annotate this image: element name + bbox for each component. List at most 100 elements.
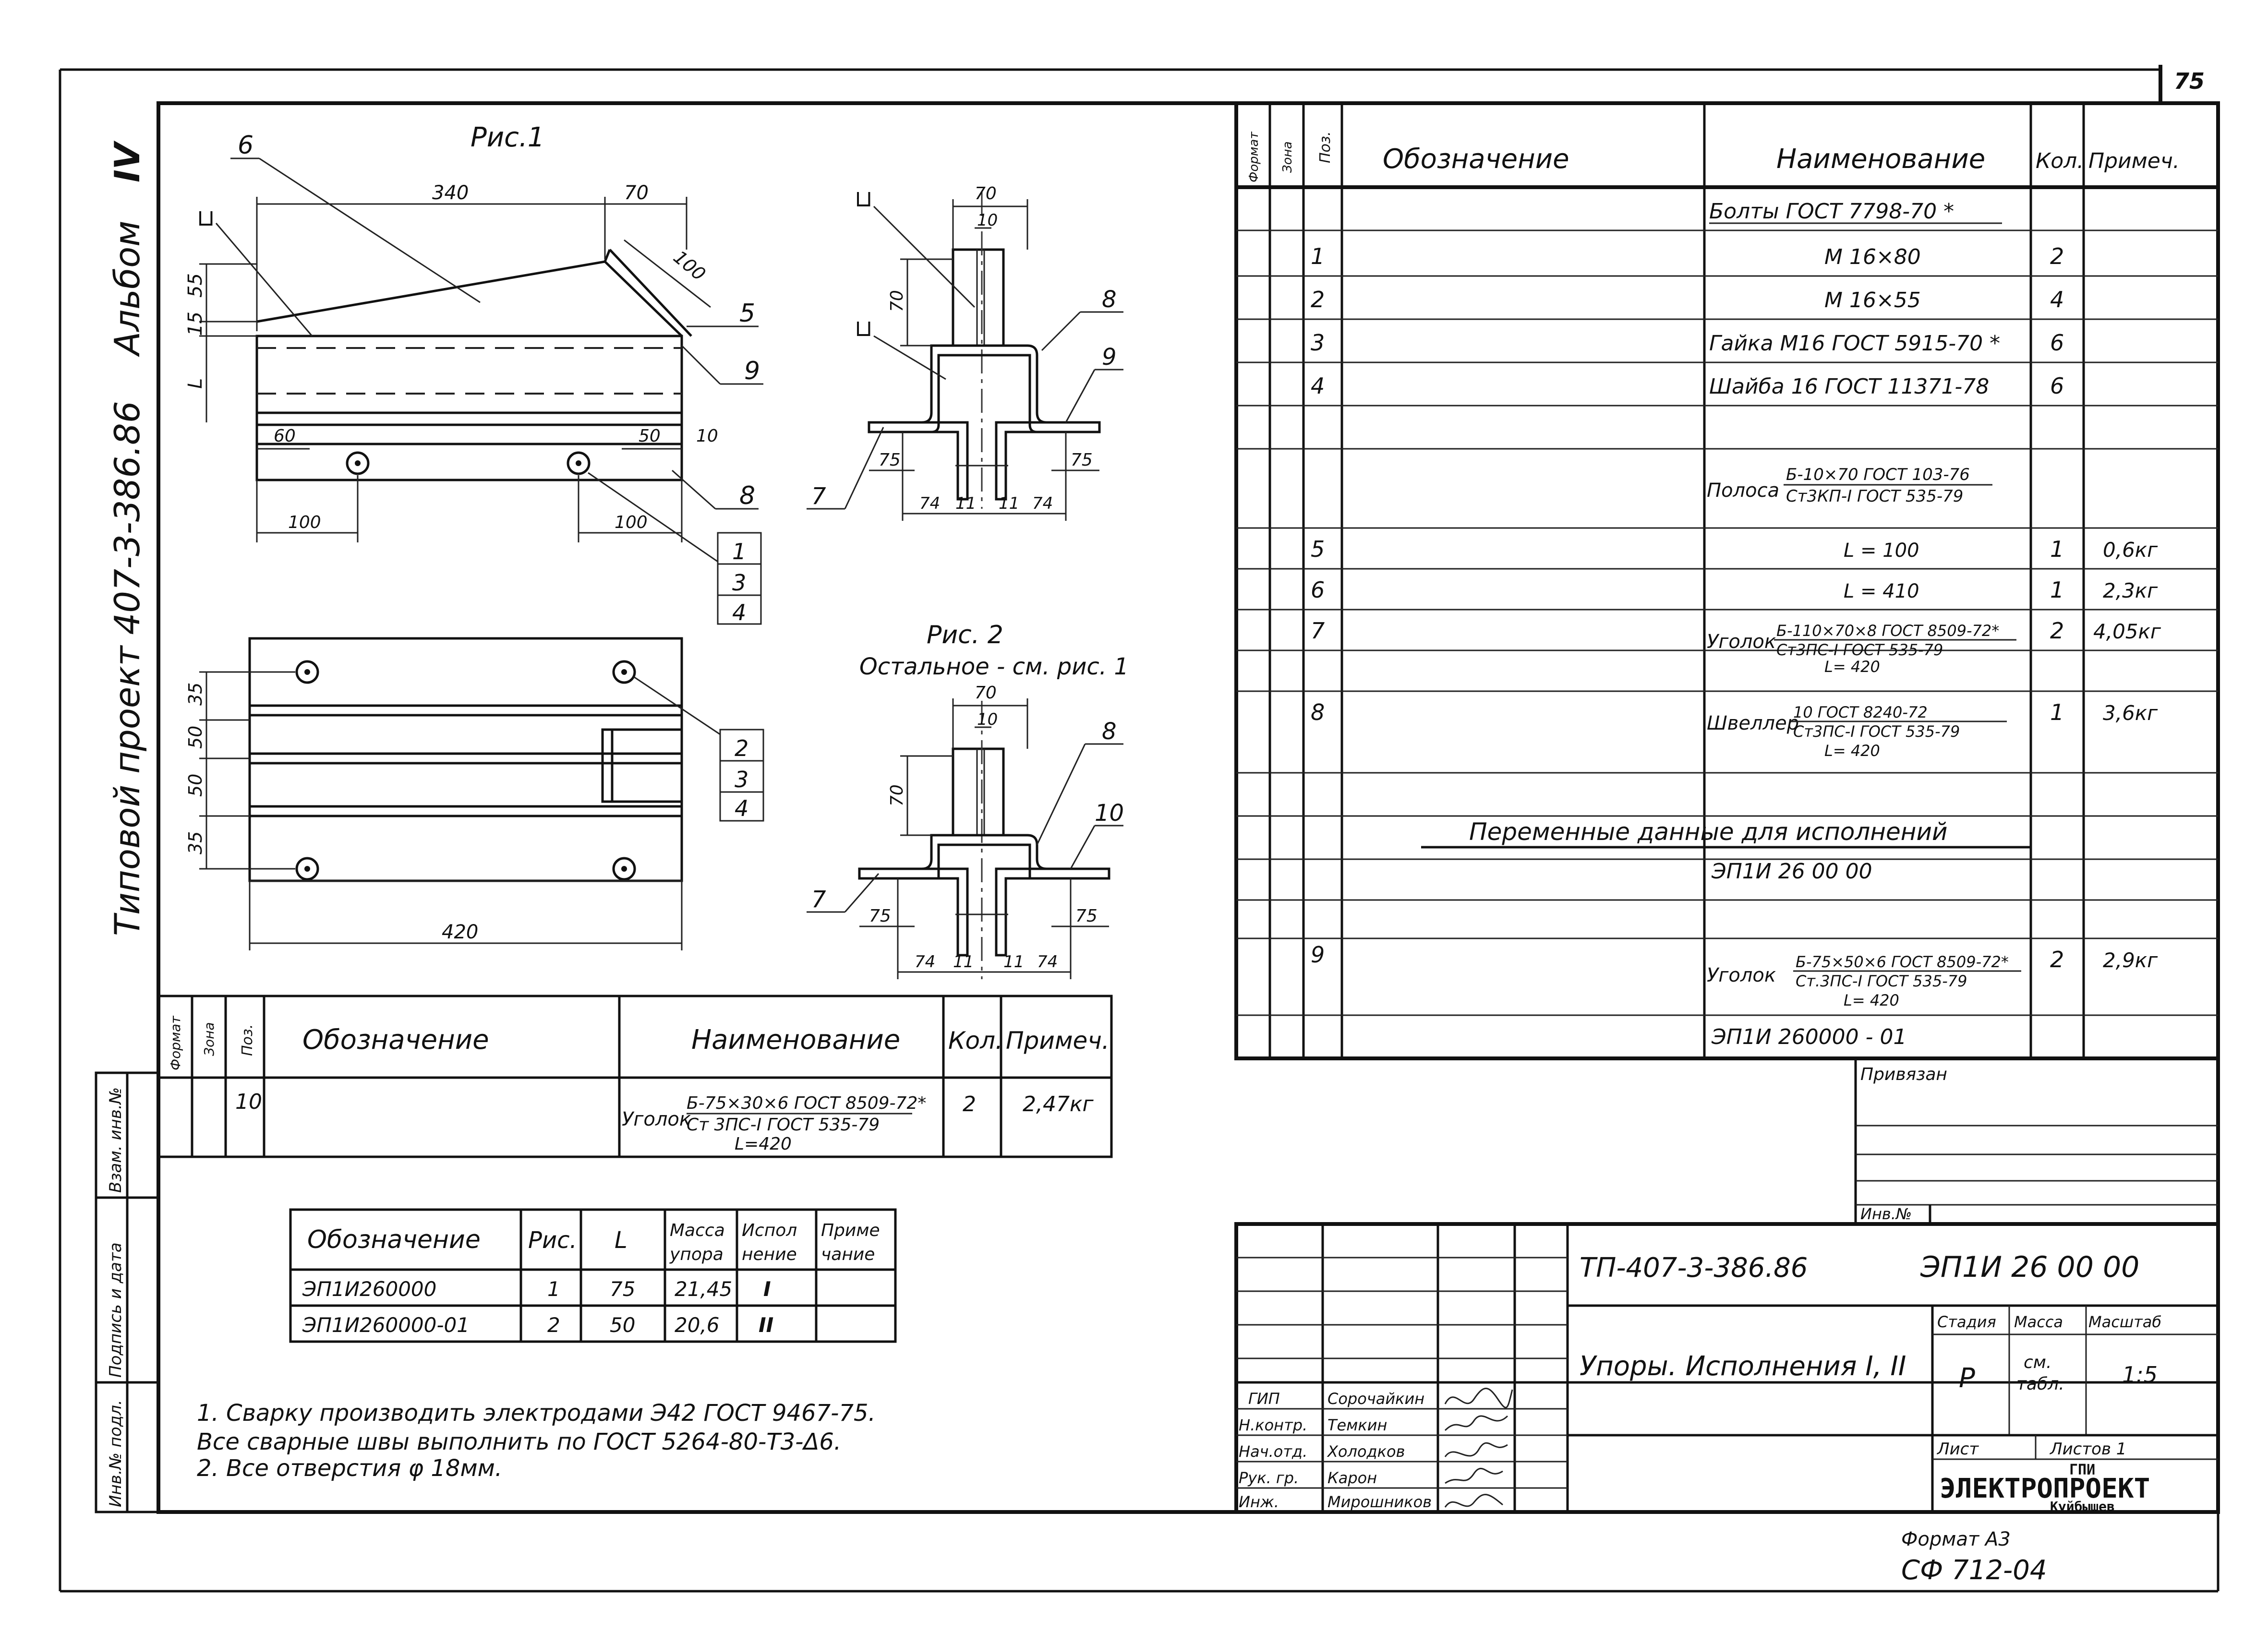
ugolok9-mid: Ст.3ПС-I ГОСТ 535-79 xyxy=(1796,972,1967,990)
var-hdr-code: Обозначение xyxy=(307,1225,481,1254)
mass-hdr: Масса xyxy=(2014,1313,2063,1331)
fig1-callout-6: 6 xyxy=(238,131,253,160)
fig1-title: Рис.1 xyxy=(470,122,544,153)
main-hdr-qty: Кол. xyxy=(2036,149,2084,173)
main-row3-name: Гайка М16 ГОСТ 5915-70 * xyxy=(1709,331,2000,356)
fig1-dim-100-right: 100 xyxy=(615,513,648,532)
fig2-dim-70: 70 xyxy=(975,683,997,703)
fig1-callout-4: 4 xyxy=(732,600,746,625)
inv-no-label: Инв.№ xyxy=(1860,1205,1912,1223)
album-label: Альбом xyxy=(107,221,147,357)
fig1-sec-dim-11b: 11 xyxy=(999,494,1019,513)
fig1-dim-70: 70 xyxy=(624,182,649,204)
small-row-note: 2,47кг xyxy=(1023,1092,1094,1116)
role-inzh: Инж. xyxy=(1239,1493,1279,1511)
note-1: 1. Сварку производить электродами Э42 ГО… xyxy=(197,1400,876,1427)
code1: ЭП1И 26 00 00 xyxy=(1711,859,1872,884)
main-row6-qty: 1 xyxy=(2050,577,2064,603)
fig1-callout-1: 1 xyxy=(732,539,746,564)
ugolok9-top: Б-75×50×6 ГОСТ 8509-72* xyxy=(1796,953,2009,971)
plan-dim-50b: 50 xyxy=(185,774,206,797)
fig2-dim-74a: 74 xyxy=(915,952,935,972)
main-row2-name: М 16×55 xyxy=(1824,288,1921,312)
role-rukgr: Рук. гр. xyxy=(1239,1469,1299,1487)
title-block: ТП-407-3-386.86 ЭП1И 26 00 00 Упоры. Исп… xyxy=(1234,1222,2220,1514)
main-row6-pos: 6 xyxy=(1311,577,1325,603)
variants-table: Обозначение Рис. L Масса упора Испол нен… xyxy=(289,1208,897,1343)
fig1-dim-50: 50 xyxy=(639,426,661,446)
fig2-dim-11b: 11 xyxy=(1003,952,1024,972)
fig1-section: 70 10 70 75 75 74 11 11 74 ⊔ ⊔ 8 9 7 xyxy=(807,184,1123,521)
role-gip: ГИП xyxy=(1248,1390,1280,1408)
side-stamp: Альбом IV Типовой проект 407-3-386.86 Вз… xyxy=(95,140,160,1513)
main-row4-pos: 4 xyxy=(1311,373,1325,399)
fig1-dim-100-left: 100 xyxy=(288,513,321,532)
fig2-section: Рис. 2 Остальное - см. рис. 1 70 10 70 7… xyxy=(807,621,1129,979)
main-spec-table: Формат Зона Поз. Обозначение Наименовани… xyxy=(1234,101,2220,1060)
small-hdr-name: Наименование xyxy=(691,1024,900,1056)
var-row2-L: 50 xyxy=(610,1313,635,1337)
small-row-pos: 10 xyxy=(235,1090,262,1114)
name-rukgr: Карон xyxy=(1327,1469,1377,1487)
fig1-sec-dim-74b: 74 xyxy=(1032,494,1053,513)
org-name: ЭЛЕКТРОПРОЕКТ xyxy=(1940,1473,2150,1504)
fig1-dim-60: 60 xyxy=(274,426,296,446)
main-row4-qty: 6 xyxy=(2050,373,2064,399)
code2: ЭП1И 260000 - 01 xyxy=(1711,1025,1907,1049)
fig2-subtitle: Остальное - см. рис. 1 xyxy=(859,653,1129,680)
small-hdr-note: Примеч. xyxy=(1006,1027,1110,1055)
side-podpis: Подпись и дата xyxy=(106,1242,125,1378)
main-row3-pos: 3 xyxy=(1311,330,1325,356)
album-number: IV xyxy=(107,140,147,182)
format-label: Формат А3 xyxy=(1901,1528,2011,1550)
main-row8-note: 3,6кг xyxy=(2103,701,2158,725)
plan-callout-3: 3 xyxy=(735,767,748,792)
role-nachotd: Нач.отд. xyxy=(1239,1442,1307,1461)
org-gpi: ГПИ xyxy=(2069,1462,2095,1478)
fig2-callout-8: 8 xyxy=(1102,718,1117,745)
main-hdr-pos: Поз. xyxy=(1317,132,1334,163)
var-hdr-fig: Рис. xyxy=(528,1227,577,1254)
scale-value: 1:5 xyxy=(2122,1362,2158,1388)
fig1-callout-9: 9 xyxy=(744,357,760,385)
fig1-sec-callout-7: 7 xyxy=(811,483,826,510)
plan-dim-420: 420 xyxy=(442,921,478,943)
name-inzh: Мирошников xyxy=(1327,1493,1432,1511)
main-row0-name: Болты ГОСТ 7798-70 * xyxy=(1709,199,1954,224)
small-row-name2: Б-75×30×6 ГОСТ 8509-72* xyxy=(687,1093,926,1113)
fig1-sec-dim-75r: 75 xyxy=(1071,450,1093,470)
main-hdr-designation: Обозначение xyxy=(1383,144,1569,175)
mass-value1: см. xyxy=(2024,1353,2051,1372)
fig1-u-mark: ⊔ xyxy=(197,204,215,231)
main-row1-qty: 2 xyxy=(2050,243,2064,269)
small-spec-table: Формат Зона Поз. Обозначение Наименовани… xyxy=(157,995,1113,1158)
main-row7-qty: 2 xyxy=(2050,618,2064,644)
var-hdr-L: L xyxy=(615,1227,627,1254)
main-row6-name: L = 410 xyxy=(1844,580,1919,602)
fig1-sec-callout-8: 8 xyxy=(1102,286,1117,313)
var-hdr-mass: Масса xyxy=(670,1221,725,1240)
page-number: 75 xyxy=(2174,68,2205,94)
var-row1-L: 75 xyxy=(610,1277,635,1301)
sf-label: СФ 712-04 xyxy=(1901,1555,2047,1586)
fig2-dim-10: 10 xyxy=(977,710,998,729)
notes: 1. Сварку производить электродами Э42 ГО… xyxy=(197,1400,876,1482)
privyazan-label: Привязан xyxy=(1860,1065,1947,1084)
plan-dim-35b: 35 xyxy=(185,831,206,854)
main-row5-note: 0,6кг xyxy=(2103,538,2158,562)
ugolok9-bottom: L= 420 xyxy=(1844,991,1899,1009)
var-hdr-var2: нение xyxy=(742,1245,797,1264)
main-row9-pos: 9 xyxy=(1311,942,1325,968)
fig1-sec-u-mid: ⊔ xyxy=(855,315,872,342)
privyazan-block: Привязан Инв.№ xyxy=(1854,1057,2220,1225)
shveller8-mid: Ст3ПС-I ГОСТ 535-79 xyxy=(1793,722,1960,741)
note-2: 2. Все отверстия φ 18мм. xyxy=(197,1455,502,1482)
var-row1-code: ЭП1И260000 xyxy=(302,1277,436,1301)
main-row6-note: 2,3кг xyxy=(2103,579,2158,602)
fig2-dim-74b: 74 xyxy=(1037,952,1058,972)
main-row2-qty: 4 xyxy=(2050,287,2064,312)
main-hdr-note: Примеч. xyxy=(2088,149,2180,173)
small-hdr-pos: Поз. xyxy=(239,1024,256,1056)
side-inv: Инв.№ подл. xyxy=(106,1400,125,1507)
